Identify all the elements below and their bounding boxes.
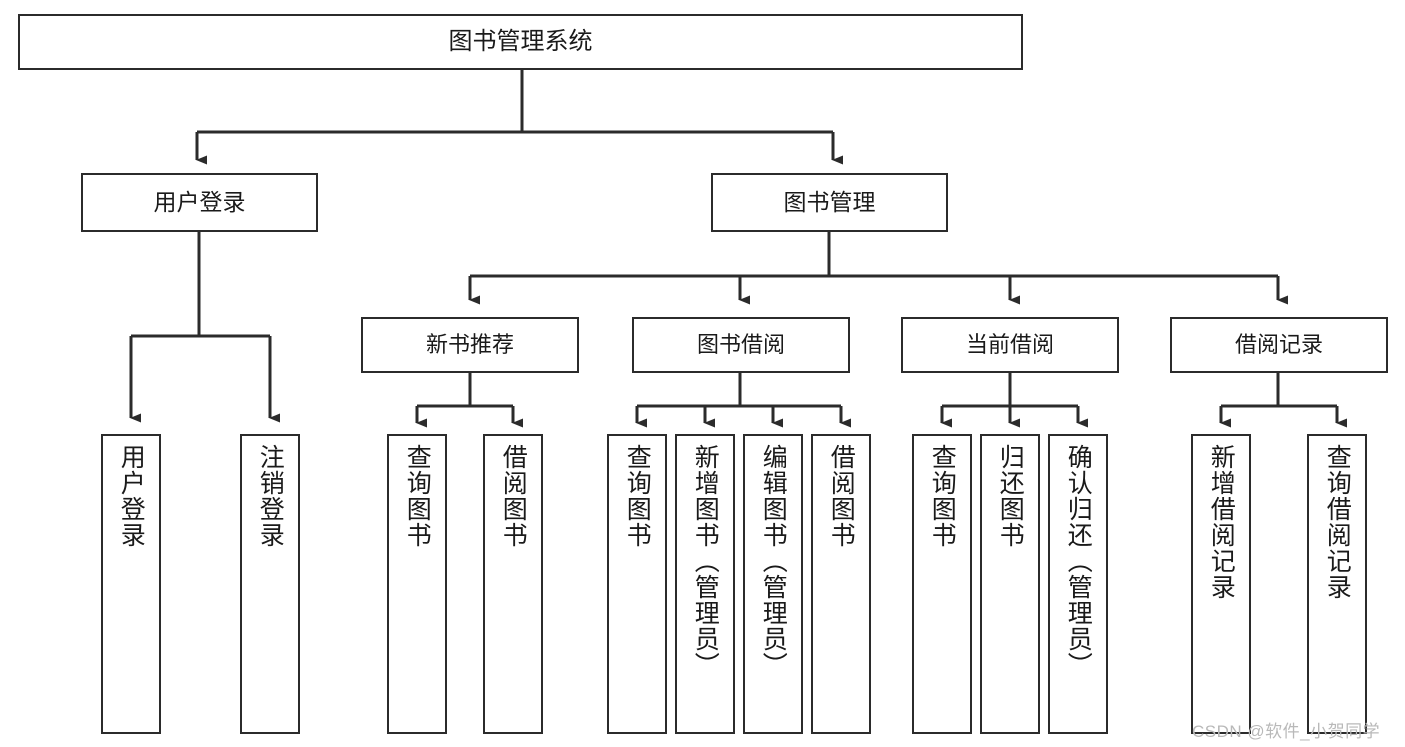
leaf-return-book[interactable]: 归还图书 [980, 434, 1040, 734]
leaf-logout[interactable]: 注销登录 [240, 434, 300, 734]
node-book-management[interactable]: 图书管理 [711, 173, 948, 232]
node-new-book-recommendation[interactable]: 新书推荐 [361, 317, 579, 373]
node-label: 用户登录 [153, 189, 246, 216]
node-label: 注销登录 [256, 444, 285, 548]
node-label: 当前借阅 [965, 332, 1054, 358]
node-label: 查询图书 [623, 444, 652, 548]
node-borrow-records[interactable]: 借阅记录 [1170, 317, 1388, 373]
node-label: 查询图书 [928, 444, 957, 548]
node-label: 借阅图书 [499, 444, 528, 548]
node-label: 图书管理系统 [448, 28, 593, 56]
leaf-query-book-current[interactable]: 查询图书 [912, 434, 972, 734]
leaf-edit-book-admin[interactable]: 编辑图书（管理员） [743, 434, 803, 734]
node-label: 用户登录 [117, 444, 146, 548]
node-label: 图书借阅 [696, 332, 785, 358]
leaf-query-book-borrowing[interactable]: 查询图书 [607, 434, 667, 734]
leaf-borrow-book-borrowing[interactable]: 借阅图书 [811, 434, 871, 734]
leaf-confirm-return-admin[interactable]: 确认归还（管理员） [1048, 434, 1108, 734]
node-label: 新书推荐 [425, 332, 514, 358]
node-label: 新增图书（管理员） [691, 444, 720, 678]
node-label: 图书管理 [783, 189, 876, 216]
leaf-borrow-book-recommendation[interactable]: 借阅图书 [483, 434, 543, 734]
node-label: 编辑图书（管理员） [759, 444, 788, 678]
node-user-login[interactable]: 用户登录 [81, 173, 318, 232]
csdn-watermark: CSDN @软件_小贺同学 [1192, 722, 1381, 741]
node-label: 新增借阅记录 [1207, 444, 1236, 600]
node-book-management-system[interactable]: 图书管理系统 [18, 14, 1023, 70]
node-label: 查询借阅记录 [1323, 444, 1352, 600]
node-book-borrowing[interactable]: 图书借阅 [632, 317, 850, 373]
leaf-query-borrow-record[interactable]: 查询借阅记录 [1307, 434, 1367, 734]
node-label: 归还图书 [996, 444, 1025, 548]
node-label: 查询图书 [403, 444, 432, 548]
leaf-add-borrow-record[interactable]: 新增借阅记录 [1191, 434, 1251, 734]
leaf-user-login[interactable]: 用户登录 [101, 434, 161, 734]
node-label: 借阅图书 [827, 444, 856, 548]
node-label: 借阅记录 [1234, 332, 1323, 358]
node-label: 确认归还（管理员） [1064, 444, 1093, 678]
leaf-add-book-admin[interactable]: 新增图书（管理员） [675, 434, 735, 734]
leaf-query-book-recommendation[interactable]: 查询图书 [387, 434, 447, 734]
node-current-borrowing[interactable]: 当前借阅 [901, 317, 1119, 373]
